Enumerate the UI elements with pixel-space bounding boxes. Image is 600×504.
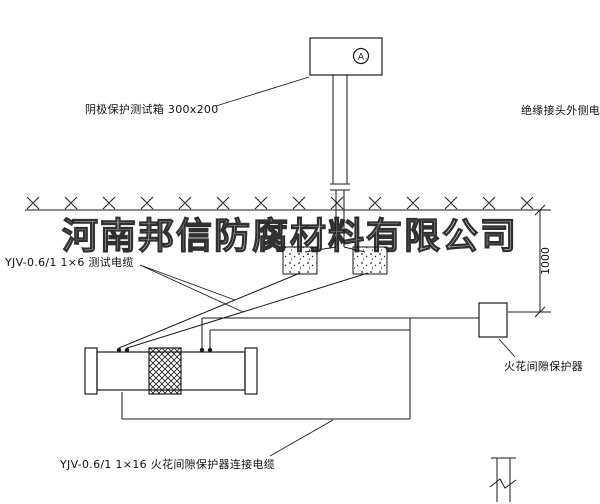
meter-circle — [352, 47, 370, 65]
ground-line — [25, 196, 534, 211]
test-cable-2 — [126, 272, 369, 349]
leader-test-cable-2 — [139, 264, 244, 313]
test-box-outline — [309, 37, 383, 76]
anchor-block-right — [352, 246, 388, 275]
leader-protector-cable — [269, 419, 334, 457]
spark-gap-protector-box — [478, 302, 508, 338]
anchor-block-left — [282, 246, 318, 275]
pipe-left-coupling — [84, 347, 98, 395]
cad-weld-dot — [124, 347, 130, 353]
dim-tick-bottom — [534, 306, 546, 318]
meter-symbol: A — [358, 53, 365, 63]
pipe-break-symbol — [489, 457, 517, 502]
test-cable-1 — [118, 272, 301, 349]
pipe-right-coupling — [244, 347, 258, 395]
label-protector-cable: YJV-0.6/1 1×16 火花间隙保护器连接电缆 — [60, 458, 276, 471]
leader-test-cable-1 — [139, 264, 236, 301]
dim-tick-top — [534, 204, 546, 216]
label-spark-gap-protector: 火花间隙保护器 — [504, 360, 584, 373]
ground-hatch-marks — [26, 196, 534, 210]
company-watermark: 河南邦信防腐材料有限公司 — [61, 215, 519, 257]
leader-protector — [498, 338, 516, 358]
dimension-depth: 1000 — [508, 204, 552, 318]
cad-weld-dot — [116, 347, 122, 353]
leader-lines — [139, 76, 516, 457]
label-outer-cable: 绝缘接头外侧电缆 — [521, 104, 600, 117]
label-test-cable: YJV-0.6/1 1×6 测试电缆 — [5, 256, 134, 269]
conduit — [304, 75, 366, 253]
dim-value: 1000 — [539, 247, 552, 275]
protector-circuit — [121, 302, 508, 420]
insulating-joint — [148, 347, 182, 395]
pipeline — [84, 347, 258, 395]
anchor-blocks — [282, 246, 388, 275]
leader-test-box — [215, 76, 310, 107]
test-cables — [118, 272, 369, 349]
test-box: A — [309, 37, 383, 76]
label-test-box: 阴极保护测试箱 300x200 — [85, 103, 219, 116]
